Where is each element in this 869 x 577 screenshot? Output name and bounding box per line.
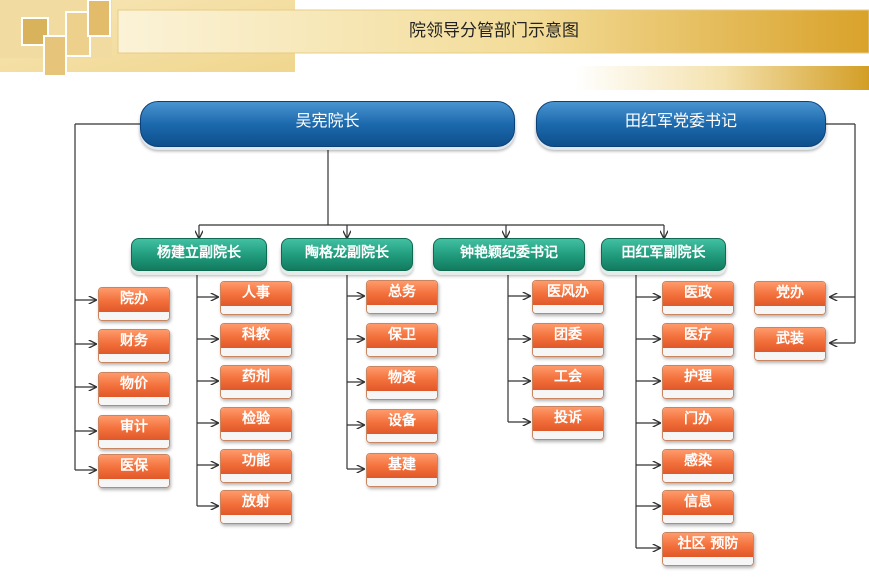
dept-node: 医风办 — [532, 280, 604, 314]
deputy-node-tao: 陶格龙副院长 — [281, 238, 413, 271]
dept-label: 医风办 — [533, 281, 603, 305]
dept-node: 放射 — [220, 490, 292, 524]
dept-label: 团委 — [533, 324, 603, 348]
dept-label: 社区 预防 — [663, 533, 753, 557]
dept-label: 人事 — [221, 282, 291, 306]
dept-label: 基建 — [367, 454, 437, 478]
dept-node: 科教 — [220, 323, 292, 357]
dept-node: 物价 — [98, 372, 170, 406]
dept-node: 检验 — [220, 407, 292, 441]
dept-node: 保卫 — [366, 323, 438, 357]
dept-label: 医政 — [663, 282, 733, 306]
dept-label: 物资 — [367, 367, 437, 391]
dept-node: 感染 — [662, 449, 734, 483]
dept-label: 检验 — [221, 408, 291, 432]
dept-label: 功能 — [221, 450, 291, 474]
dept-label: 门办 — [663, 408, 733, 432]
dept-node: 医保 — [98, 454, 170, 488]
dept-label: 医保 — [99, 455, 169, 479]
dept-label: 医疗 — [663, 324, 733, 348]
dept-label: 放射 — [221, 491, 291, 515]
dept-node: 设备 — [366, 409, 438, 443]
dept-label: 信息 — [663, 491, 733, 515]
page-title: 院领导分管部门示意图 — [409, 21, 579, 41]
dept-node: 工会 — [532, 365, 604, 399]
dept-node: 护理 — [662, 365, 734, 399]
dept-label: 工会 — [533, 366, 603, 390]
dept-node: 医政 — [662, 281, 734, 315]
dept-label: 院办 — [99, 288, 169, 312]
dept-label: 财务 — [99, 330, 169, 354]
dept-node: 财务 — [98, 329, 170, 363]
dept-node: 医疗 — [662, 323, 734, 357]
dept-node: 基建 — [366, 453, 438, 487]
dept-node: 武装 — [754, 327, 826, 361]
dept-label: 总务 — [367, 281, 437, 305]
dept-node: 功能 — [220, 449, 292, 483]
president-node: 吴宪院长 — [140, 101, 515, 147]
dept-label: 党办 — [755, 282, 825, 306]
dept-node: 投诉 — [532, 406, 604, 440]
deputy-node-zhong: 钟艳颖纪委书记 — [433, 238, 585, 271]
dept-node: 审计 — [98, 415, 170, 449]
dept-label: 感染 — [663, 450, 733, 474]
dept-label: 武装 — [755, 328, 825, 352]
dept-label: 设备 — [367, 410, 437, 434]
dept-node: 总务 — [366, 280, 438, 314]
dept-label: 审计 — [99, 416, 169, 440]
dept-node: 团委 — [532, 323, 604, 357]
dept-node: 门办 — [662, 407, 734, 441]
dept-node: 药剂 — [220, 365, 292, 399]
dept-node: 党办 — [754, 281, 826, 315]
dept-node: 人事 — [220, 281, 292, 315]
dept-node: 院办 — [98, 287, 170, 321]
dept-label: 护理 — [663, 366, 733, 390]
dept-label: 药剂 — [221, 366, 291, 390]
party-secretary-node: 田红军党委书记 — [536, 101, 826, 147]
dept-label: 科教 — [221, 324, 291, 348]
dept-node: 社区 预防 — [662, 532, 754, 566]
dept-label: 保卫 — [367, 324, 437, 348]
dept-node: 信息 — [662, 490, 734, 524]
dept-label: 物价 — [99, 373, 169, 397]
deputy-node-tian: 田红军副院长 — [601, 238, 726, 271]
dept-label: 投诉 — [533, 407, 603, 431]
dept-node: 物资 — [366, 366, 438, 400]
deputy-node-yang: 杨建立副院长 — [131, 238, 267, 271]
